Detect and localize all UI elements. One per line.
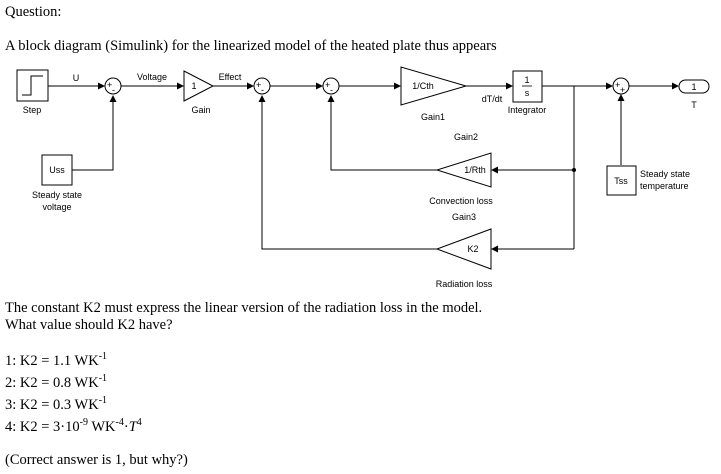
question-heading: Question: (5, 4, 62, 20)
svg-text:-: - (261, 85, 264, 95)
signal-line-convection-feedback (327, 95, 437, 171)
signal-line-radiation-feedback (258, 95, 437, 250)
uss-block[interactable]: Uss (41, 154, 73, 186)
question-prompt-line2: What value should K2 have? (5, 317, 173, 333)
answer-option-3: 3: K2 = 0.3 WK-1 (5, 395, 108, 413)
svg-text:+: + (325, 80, 330, 90)
integrator-block[interactable]: 1 s (512, 70, 543, 103)
gain3-block[interactable]: K2 (435, 228, 492, 270)
svg-text:-: - (112, 85, 115, 95)
answer-option-1: 1: K2 = 1.1 WK-1 (5, 351, 108, 369)
svg-text:1: 1 (691, 82, 696, 92)
svg-text:+: + (107, 80, 112, 90)
answer-option-2: 2: K2 = 0.8 WK-1 (5, 373, 108, 391)
tss-label-line2: temperature (640, 181, 689, 191)
svg-text:Uss: Uss (49, 165, 65, 175)
svg-text:1: 1 (524, 75, 529, 85)
question-intro: A block diagram (Simulink) for the linea… (5, 38, 497, 54)
gain-label: Gain (191, 105, 210, 115)
step-block[interactable] (16, 69, 49, 102)
svg-text:+: + (256, 80, 261, 90)
tss-block[interactable]: Tss (606, 165, 637, 196)
gain1-label: Gain1 (421, 112, 445, 122)
svg-text:-: - (330, 85, 333, 95)
svg-text:+: + (620, 85, 625, 95)
svg-text:1: 1 (191, 81, 196, 91)
signal-label-effect: Effect (219, 72, 242, 82)
simulink-block-diagram: Step U + - Uss Steady state voltage Volt… (16, 66, 710, 289)
sum-block-1[interactable]: + - (104, 77, 122, 95)
gain3-caption: Radiation loss (436, 279, 493, 289)
svg-text:1/Rth: 1/Rth (464, 165, 486, 175)
outport-block[interactable]: 1 (678, 79, 710, 94)
gain1-block[interactable]: 1/Cth (400, 66, 468, 106)
step-label: Step (23, 105, 42, 115)
svg-text:s: s (525, 88, 530, 98)
gain2-block[interactable]: 1/Rth (435, 152, 492, 188)
sum-block-2[interactable]: + - (253, 77, 271, 95)
signal-label-u: U (73, 73, 80, 83)
tss-label-line1: Steady state (640, 169, 690, 179)
gain-block[interactable]: 1 (183, 70, 215, 102)
gain2-caption: Convection loss (429, 196, 493, 206)
gain2-title: Gain2 (454, 132, 478, 142)
uss-label-line2: voltage (42, 202, 71, 212)
uss-label-line1: Steady state (32, 190, 82, 200)
sum-block-4[interactable]: + + (612, 77, 630, 95)
signal-line-uss (72, 95, 117, 171)
integrator-label: Integrator (508, 105, 547, 115)
svg-text:1/Cth: 1/Cth (412, 81, 434, 91)
signal-label-voltage: Voltage (137, 72, 167, 82)
signal-label-dtdt: dT/dt (482, 94, 503, 104)
gain3-title: Gain3 (452, 212, 476, 222)
question-footer: (Correct answer is 1, but why?) (5, 452, 188, 468)
outport-label: T (691, 100, 697, 110)
svg-text:K2: K2 (467, 244, 478, 254)
question-prompt-line1: The constant K2 must express the linear … (5, 300, 483, 316)
sum-block-3[interactable]: + - (322, 77, 340, 95)
svg-text:+: + (615, 80, 620, 90)
svg-text:Tss: Tss (614, 176, 628, 186)
answer-option-4: 4: K2 = 3·10-9 WK-4·T4 (5, 417, 142, 435)
